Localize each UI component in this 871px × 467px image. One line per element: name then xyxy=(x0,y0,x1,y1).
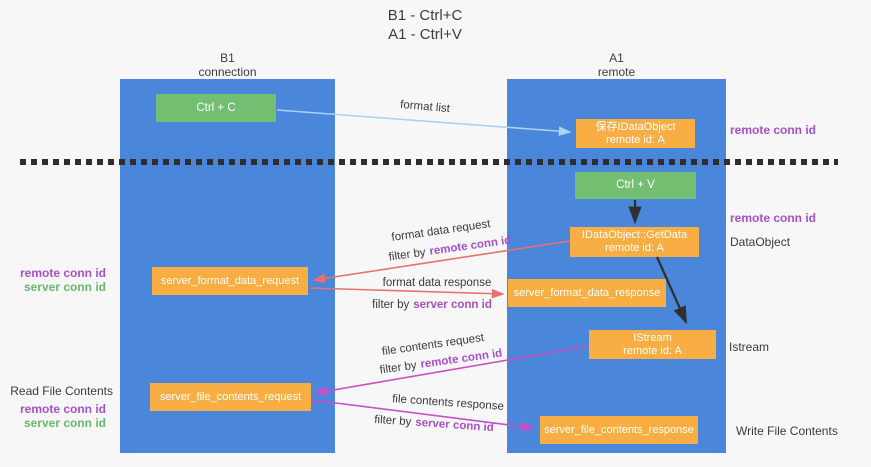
lane-b1-name: B1 xyxy=(220,51,235,65)
lane-b1-role: connection xyxy=(198,65,257,79)
getdata-line1: IDataObject::GetData xyxy=(581,229,688,241)
format-list-label: format list xyxy=(399,98,451,116)
file-contents-response-label: file contents response xyxy=(391,393,505,413)
dataobject-annotation: DataObject xyxy=(730,235,791,249)
server-format-data-response-label: server_format_data_response xyxy=(513,286,661,299)
lane-a1-role: remote xyxy=(597,65,636,79)
title-line-1: B1 - Ctrl+C xyxy=(387,7,463,24)
remote-conn-id-annotation-mid: remote conn id xyxy=(730,211,817,225)
filter-by-text: filter by xyxy=(388,246,427,264)
left-server-conn-id-annotation-2: server conn id xyxy=(23,416,106,430)
filter-by-text: filter by xyxy=(372,299,410,311)
idataobject-getdata-box: IDataObject::GetData remote id: A xyxy=(570,227,699,257)
ctrl-c-label: Ctrl + C xyxy=(196,101,236,114)
save-idataobject-box: 保存IDataObject remote id: A xyxy=(576,119,695,148)
server-conn-id-text: server conn id xyxy=(413,299,492,311)
istream-line2: remote id: A xyxy=(623,344,682,357)
remote-conn-id-annotation-top: remote conn id xyxy=(730,123,817,137)
format-data-response-label: format data response xyxy=(382,277,492,289)
server-format-data-response-box: server_format_data_response xyxy=(508,279,666,307)
getdata-line2: remote id: A xyxy=(605,242,664,254)
filter-by-text: filter by xyxy=(379,359,418,377)
server-conn-id-text: server conn id xyxy=(414,416,495,435)
server-format-data-request-box: server_format_data_request xyxy=(152,267,308,295)
write-file-contents-annotation: Write File Contents xyxy=(736,424,838,438)
server-file-contents-request-label: server_file_contents_request xyxy=(159,390,302,403)
title-line-2: A1 - Ctrl+V xyxy=(388,26,462,43)
diagram-title: B1 - Ctrl+C A1 - Ctrl+V xyxy=(388,6,463,44)
save-idataobject-line2: remote id: A xyxy=(606,133,665,146)
istream-line1: IStream xyxy=(633,331,672,344)
lane-a1-name: A1 xyxy=(609,51,624,65)
left-server-conn-id-annotation-1: server conn id xyxy=(23,280,106,294)
filter-by-text: filter by xyxy=(373,413,412,429)
phase-separator-dashed-line xyxy=(20,159,838,165)
server-format-data-request-label: server_format_data_request xyxy=(160,274,300,287)
server-file-contents-response-box: server_file_contents_response xyxy=(540,416,698,444)
left-remote-conn-id-annotation-1: remote conn id xyxy=(19,266,106,280)
lane-header-b1: B1 connection xyxy=(120,51,335,79)
istream-box: IStream remote id: A xyxy=(589,330,716,359)
ctrl-c-box: Ctrl + C xyxy=(156,94,276,122)
istream-annotation: Istream xyxy=(729,340,770,354)
left-remote-conn-id-annotation-2: remote conn id xyxy=(19,402,106,416)
server-file-contents-response-label: server_file_contents_response xyxy=(544,423,694,436)
lane-header-a1: A1 remote xyxy=(507,51,726,79)
ctrl-v-label: Ctrl + V xyxy=(616,179,655,191)
read-file-contents-annotation: Read File Contents xyxy=(10,384,113,398)
server-file-contents-request-box: server_file_contents_request xyxy=(150,383,311,411)
ctrl-v-box: Ctrl + V xyxy=(575,172,696,199)
save-idataobject-line1: 保存IDataObject xyxy=(595,120,676,133)
